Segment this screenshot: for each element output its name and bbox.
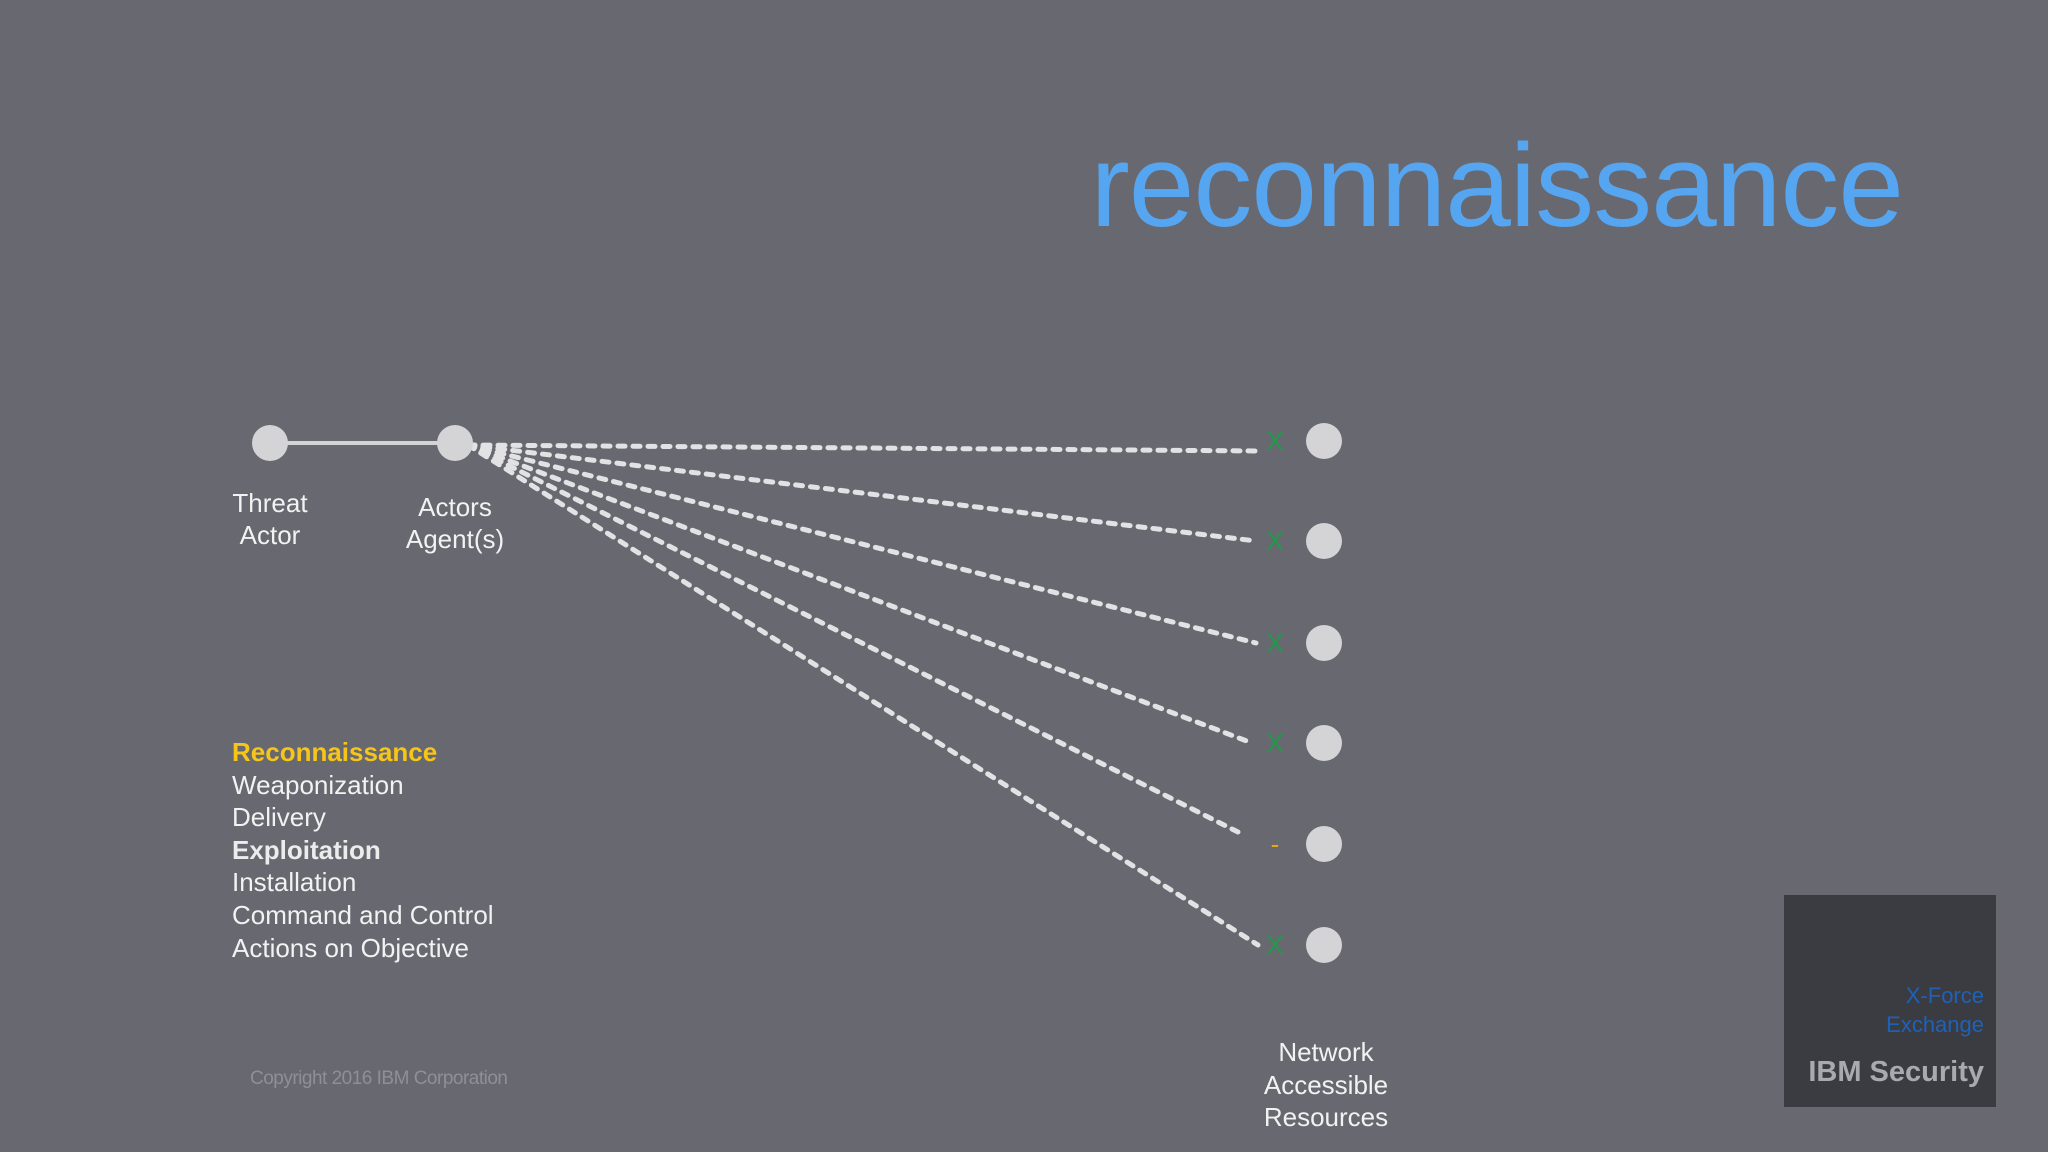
blocked-x-mark: X [1266, 526, 1283, 556]
probe-line [465, 442, 1241, 835]
copyright-notice: Copyright 2016 IBM Corporation [250, 1068, 508, 1089]
xforce-exchange-logo: X-Force Exchange [1886, 981, 1984, 1039]
network-resource-node [1306, 927, 1342, 963]
actors-agents-label: Actors Agent(s) [406, 491, 504, 555]
threat-actor-label-line1: Threat [232, 488, 308, 518]
probe-line [465, 442, 1261, 948]
kill-chain-stage-exploitation: Exploitation [232, 834, 381, 865]
blocked-x-mark: X [1266, 628, 1283, 658]
kill-chain-stage-actions-on-objective: Actions on Objective [232, 932, 470, 963]
blocked-x-mark: X [1266, 728, 1283, 758]
network-resources: X X X X - X [1266, 423, 1342, 963]
threat-actor-label-line2: Actor [239, 520, 301, 550]
network-label-line3: Resources [1263, 1102, 1389, 1132]
probe-lines [465, 442, 1265, 948]
kill-chain-stage-weaponization: Weaponization [232, 769, 404, 800]
probe-line [465, 442, 1265, 454]
blocked-x-mark: X [1266, 930, 1283, 960]
ibm-security-logo: IBM Security [1808, 1056, 1984, 1088]
network-resource-node [1306, 725, 1342, 761]
kill-chain-list: Reconnaissance Weaponization Delivery Ex… [232, 736, 494, 964]
network-resource-node [1306, 625, 1342, 661]
actors-agents-node [437, 425, 473, 461]
probe-line [465, 442, 1259, 544]
slide-title: reconnaissance [1090, 120, 1904, 252]
threat-actor-node [252, 425, 288, 461]
xforce-line2: Exchange [1886, 1012, 1984, 1037]
open-status-mark: - [1271, 829, 1280, 859]
blocked-x-mark: X [1266, 426, 1283, 456]
network-label-line1: Network [1278, 1037, 1374, 1067]
kill-chain-stage-delivery: Delivery [232, 802, 326, 833]
kill-chain-stage-reconnaissance: Reconnaissance [232, 737, 438, 767]
actors-agents-label-line2: Agent(s) [405, 524, 505, 554]
xforce-line1: X-Force [1905, 983, 1984, 1008]
network-resource-node [1306, 523, 1342, 559]
kill-chain-stage-command-and-control: Command and Control [232, 899, 494, 930]
network-resources-label: Network Accessible Resources [1264, 1036, 1388, 1134]
network-label-line2: Accessible [1263, 1069, 1389, 1100]
actors-agents-label-line1: Actors [418, 492, 492, 522]
network-resource-node [1306, 423, 1342, 459]
probe-line [465, 442, 1259, 646]
probe-line [465, 442, 1255, 746]
threat-actor-label: Threat Actor [232, 487, 307, 551]
ibm-security-brand-box: X-Force Exchange IBM Security [1784, 895, 1996, 1107]
network-resource-node [1306, 826, 1342, 862]
kill-chain-stage-installation: Installation [232, 867, 357, 898]
